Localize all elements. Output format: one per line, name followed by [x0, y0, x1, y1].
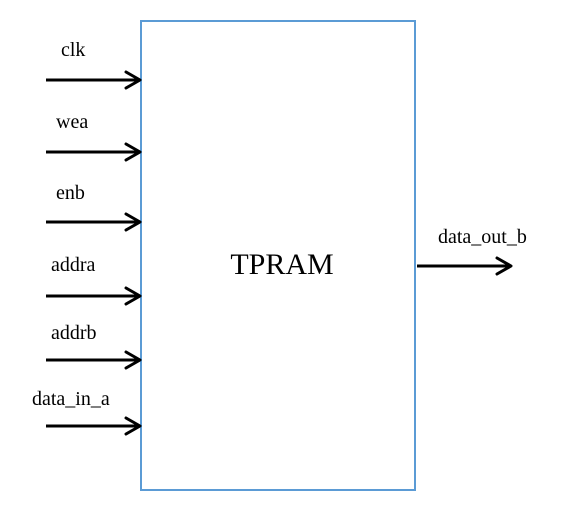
- block-title: TPRAM: [230, 248, 333, 281]
- input-port-wea: wea: [46, 111, 142, 162]
- input-label-data-in-a: data_in_a: [32, 388, 110, 410]
- input-port-addrb: addrb: [46, 322, 142, 370]
- output-port-data-out-b: data_out_b: [417, 226, 527, 276]
- input-port-clk: clk: [46, 39, 142, 90]
- output-label-data-out-b: data_out_b: [438, 226, 527, 248]
- input-arrowhead-addrb: [124, 350, 142, 370]
- input-arrowhead-enb: [124, 212, 142, 232]
- input-arrowhead-addra: [124, 286, 142, 306]
- input-label-addrb: addrb: [51, 322, 97, 344]
- input-label-enb: enb: [56, 182, 85, 204]
- input-label-clk: clk: [61, 39, 85, 61]
- input-port-enb: enb: [46, 182, 142, 232]
- input-arrowhead-data-in-a: [124, 416, 142, 436]
- input-port-data-in-a: data_in_a: [32, 388, 142, 436]
- input-arrowhead-clk: [124, 70, 142, 90]
- output-arrowhead-data-out-b: [495, 256, 513, 276]
- input-label-wea: wea: [56, 111, 88, 133]
- tpram-block: [140, 20, 416, 491]
- input-port-addra: addra: [46, 254, 142, 306]
- input-label-addra: addra: [51, 254, 96, 276]
- input-arrowhead-wea: [124, 142, 142, 162]
